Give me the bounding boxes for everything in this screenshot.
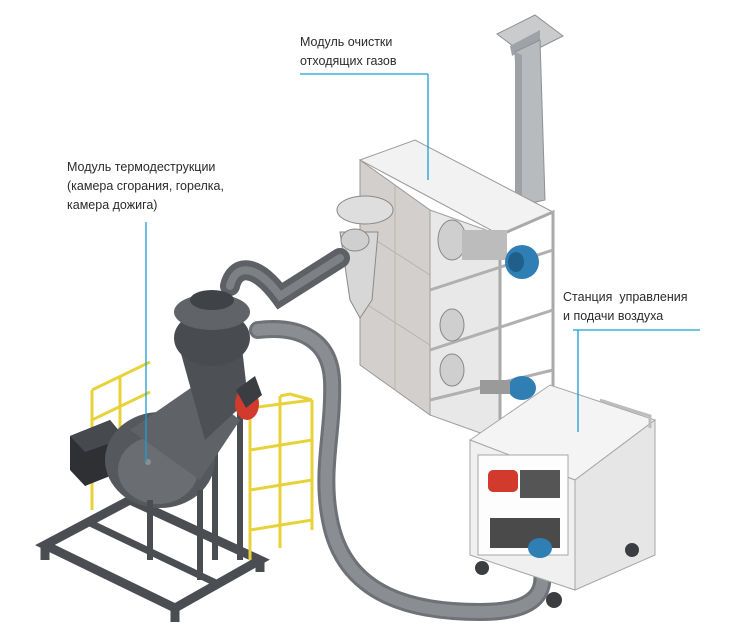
cyclone (339, 231, 379, 319)
pump-motor-icon (480, 376, 536, 400)
label-thermo-line1: Модуль термодеструкции (67, 160, 216, 174)
label-gas-line1: Модуль очистки (300, 35, 393, 49)
wheel (475, 561, 489, 575)
label-control-station: Станция управления и подачи воздуха (563, 288, 688, 326)
blower-icon (235, 376, 262, 420)
label-thermo-line2: (камера сгорания, горелка, (67, 179, 224, 193)
thermo-module (35, 290, 314, 622)
label-station-line2: и подачи воздуха (563, 309, 664, 323)
label-gas-cleaning-module: Модуль очистки отходящих газов (300, 33, 397, 71)
label-thermo-module: Модуль термодеструкции (камера сгорания,… (67, 158, 224, 215)
control-station (468, 384, 657, 608)
motor-icon (505, 245, 539, 279)
gas-cleaning-module (336, 14, 564, 444)
label-gas-line2: отходящих газов (300, 54, 397, 68)
wheel (625, 543, 639, 557)
combustion-chamber (105, 290, 250, 508)
wheel (546, 592, 562, 608)
label-thermo-line3: камера дожига) (67, 198, 158, 212)
label-station-line1: Станция управления (563, 290, 688, 304)
